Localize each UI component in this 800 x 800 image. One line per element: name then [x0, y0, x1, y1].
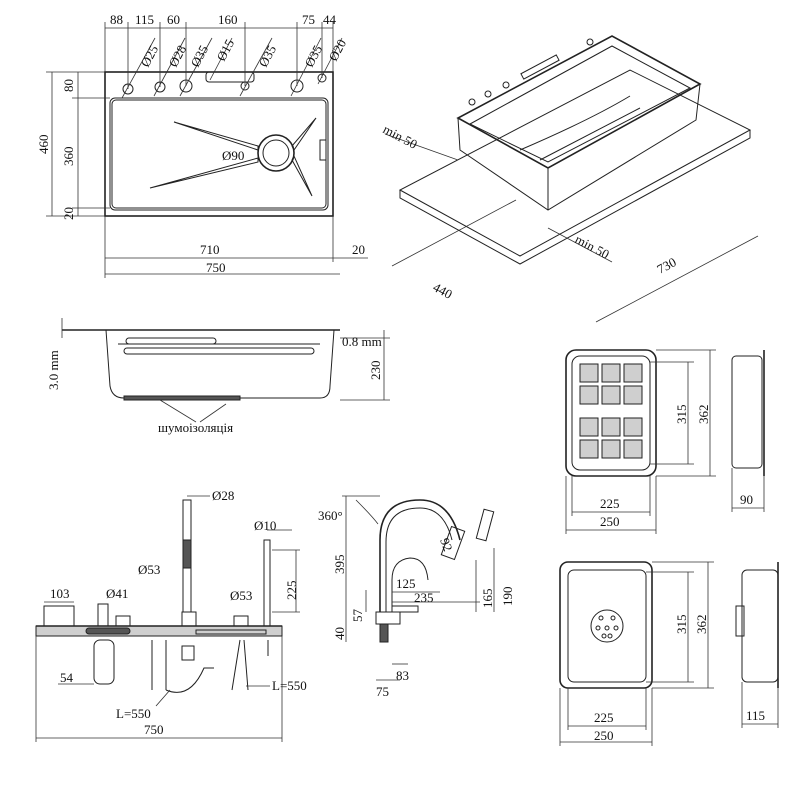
- tray-width-inner: 225: [594, 710, 614, 725]
- spacing-label: 115: [135, 12, 154, 27]
- sink-section-view: 3.0 mm 0.8 mm 230 шумоізоляція: [46, 318, 390, 435]
- bottom-dims: 710 20 750: [104, 216, 368, 278]
- min-left-label: min 50: [381, 121, 420, 151]
- pull-down-spout: [182, 495, 210, 613]
- sink-outline: [104, 71, 334, 217]
- width-label: 730: [654, 254, 678, 276]
- diameter-label: Ø28: [165, 43, 189, 70]
- hose-left-label: L=550: [116, 706, 151, 721]
- sprayer-height-label: 225: [284, 581, 299, 601]
- dispenser-bottle: [93, 639, 115, 685]
- faucet-side-view: 360° 395 57 40 125 235 165 190 92 75 83: [318, 495, 515, 699]
- iso-dims: min 50 min 50 440 730: [381, 121, 759, 323]
- spout-diameter-label: Ø28: [212, 488, 234, 503]
- reach-short-label: 125: [396, 576, 416, 591]
- tray-drain-holes: [595, 615, 619, 639]
- tray-side-depth: 115: [746, 708, 765, 723]
- rotation-label: 360°: [318, 508, 343, 523]
- tray-view: 315 362 225 250 115: [559, 561, 779, 746]
- base-width-label: 75: [376, 684, 389, 699]
- handle-height-label: 57: [350, 609, 365, 623]
- tray-height-outer: 362: [694, 615, 709, 635]
- height-bowl-label: 360: [61, 147, 76, 167]
- diameter-label: Ø35: [301, 43, 325, 70]
- accessories-view: 103 Ø41 Ø53 Ø28 Ø10 225 Ø53 54 L=550 L=5…: [35, 488, 307, 742]
- colander-height-inner: 315: [674, 405, 689, 425]
- spray-head: [440, 525, 466, 561]
- colander-side-depth: 90: [740, 492, 753, 507]
- tray-height-inner: 315: [674, 615, 689, 635]
- tray-width-outer: 250: [594, 728, 614, 743]
- colander-view: 315 362 225 250 90: [565, 349, 765, 534]
- bowl-outline: [109, 97, 329, 211]
- mixer-diameter-label: Ø53: [138, 562, 160, 577]
- width-right-label: 20: [352, 242, 365, 257]
- drain-with-grooves: [149, 117, 327, 197]
- filter-rod: [263, 529, 300, 627]
- colander-height-outer: 362: [696, 405, 711, 425]
- height-label: 395: [332, 555, 347, 575]
- width-inner-label: 710: [200, 242, 220, 257]
- soap-dispenser: [97, 603, 109, 627]
- colander-width-inner: 225: [600, 496, 620, 511]
- bottle-width-label: 54: [60, 670, 74, 685]
- insulation-label: шумоізоляція: [158, 420, 233, 435]
- total-width-label: 750: [144, 722, 164, 737]
- thickness-label: 3.0 mm: [46, 350, 61, 390]
- height-back-label: 20: [61, 207, 76, 220]
- min-right-label: min 50: [573, 231, 612, 261]
- depth-label: 230: [368, 361, 383, 381]
- sheet-label: 0.8 mm: [342, 334, 382, 349]
- max-height-label: 190: [500, 587, 515, 607]
- diameter-label: Ø15: [213, 37, 237, 64]
- base-thread-label: 83: [396, 668, 409, 683]
- colander-width-outer: 250: [600, 514, 620, 529]
- spacing-label: 75: [302, 12, 315, 27]
- hose-right-label: L=550: [272, 678, 307, 693]
- depth-label: 440: [431, 279, 455, 301]
- diameter-label: Ø25: [137, 43, 161, 70]
- top-dim-chain: 88 115 60 160 75 44: [104, 12, 337, 89]
- dispenser-width-label: 103: [50, 586, 70, 601]
- diameter-label: Ø20: [325, 37, 349, 64]
- colander-perforation: [579, 363, 643, 459]
- reach-long-label: 235: [414, 590, 434, 605]
- drain-diameter-label: Ø90: [222, 148, 244, 163]
- base-height-label: 40: [332, 627, 347, 640]
- spout-height-label: 165: [480, 589, 495, 609]
- dispenser-diameter-label: Ø41: [106, 586, 128, 601]
- hole-diameter-labels: Ø25 Ø28 Ø35 Ø15 Ø35 Ø35 Ø20: [121, 37, 349, 99]
- height-front-label: 80: [61, 79, 76, 92]
- tap-holes: [122, 71, 327, 95]
- spacing-label: 88: [110, 12, 123, 27]
- filter-diameter-label: Ø10: [254, 518, 276, 533]
- spacing-label: 44: [323, 12, 337, 27]
- left-dims: 460 80 360 20: [36, 71, 110, 220]
- spray-angle-label: 92: [437, 536, 456, 553]
- sprayer-diameter-label: Ø53: [230, 588, 252, 603]
- width-total-label: 750: [206, 260, 226, 275]
- diameter-label: Ø35: [255, 43, 279, 70]
- spacing-label: 60: [167, 12, 180, 27]
- spacing-label: 160: [218, 12, 238, 27]
- sink-top-view: 88 115 60 160 75 44 Ø25 Ø28 Ø35 Ø15 Ø35 …: [36, 12, 368, 278]
- height-total-label: 460: [36, 135, 51, 155]
- sink-isometric-view: min 50 min 50 440 730: [381, 35, 759, 323]
